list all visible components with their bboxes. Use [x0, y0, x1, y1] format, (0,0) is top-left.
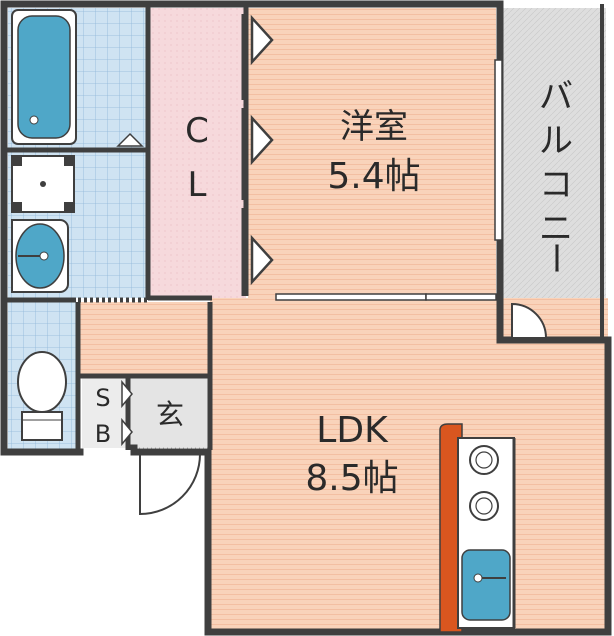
bath-door-marker: [116, 132, 144, 147]
ldk-label: LDK: [316, 410, 389, 451]
shoe-box-doors: [121, 379, 133, 447]
washbasin-icon: [11, 219, 69, 293]
balcony-label: バ ル コ ニ ー: [535, 77, 575, 275]
washing-machine-pan-icon: [11, 155, 75, 213]
entrance-door[interactable]: [139, 452, 202, 516]
western-room-floor: [248, 8, 496, 298]
closet-floor: [150, 8, 246, 298]
balcony-floor: [500, 8, 606, 340]
balcony-char-2: ル: [539, 121, 573, 161]
shoe-box-floor: [82, 378, 128, 448]
bathtub-icon: [11, 9, 77, 145]
shoe-box-label-line2: B: [95, 420, 111, 448]
closet-label-line1: C: [185, 111, 209, 151]
toilet-icon: [17, 351, 67, 441]
entrance-label: 玄: [156, 398, 184, 431]
closet-label-line2: L: [188, 165, 207, 205]
dashed-partitions: [78, 297, 213, 376]
closet-folding-doors: [241, 14, 274, 296]
balcony-char-3: コ: [539, 165, 573, 205]
ldk-floor: [210, 298, 608, 630]
western-room-label: 洋室: [340, 107, 408, 147]
balcony-char-4: ニ: [539, 209, 573, 249]
entrance-floor: [130, 378, 210, 448]
inner-walls: [6, 4, 604, 452]
ldk-size: 8.5帖: [305, 458, 398, 499]
balcony-window: [494, 59, 503, 241]
kitchen-sink-icon: [461, 549, 511, 621]
stove-burner-icon: [469, 445, 499, 521]
hallway-floor: [80, 302, 210, 376]
western-room-size: 5.4帖: [327, 156, 420, 197]
sliding-door-western-ldk: [275, 293, 497, 301]
shoe-box-label-line1: S: [95, 384, 110, 412]
balcony-door: [511, 302, 548, 339]
balcony-char-1: バ: [539, 77, 573, 117]
balcony-char-5: ー: [535, 241, 575, 275]
